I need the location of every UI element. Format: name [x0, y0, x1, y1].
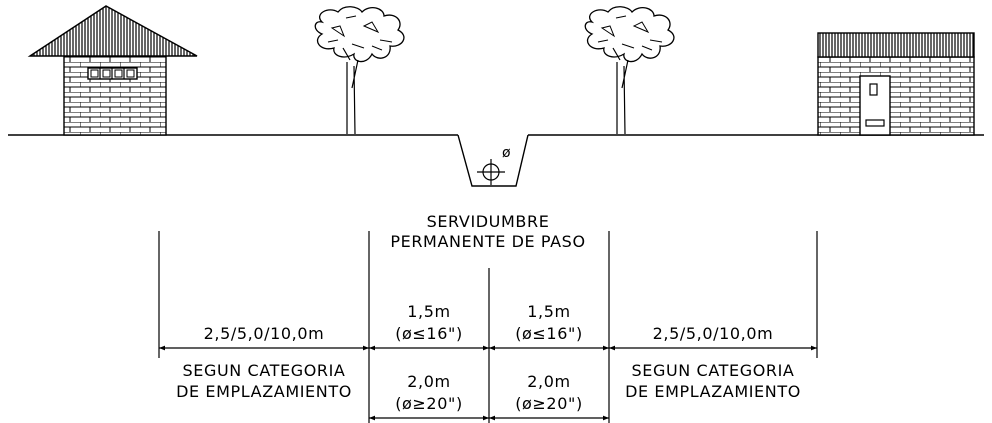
inner-right-diam-large: (ø≥20") [515, 394, 583, 413]
house-right [817, 32, 975, 136]
inner-left-diam-small: (ø≤16") [395, 324, 463, 343]
left-zone-category-line2: DE EMPLAZAMIENTO [176, 382, 352, 401]
tree-left [314, 6, 405, 135]
inner-right-width-small: 1,5m [527, 302, 570, 321]
right-zone-width: 2,5/5,0/10,0m [653, 324, 774, 343]
inner-left-width-small: 1,5m [407, 302, 450, 321]
easement-title-line1: SERVIDUMBRE [427, 212, 550, 231]
left-zone-width: 2,5/5,0/10,0m [204, 324, 325, 343]
inner-right-diam-small: (ø≤16") [515, 324, 583, 343]
easement-title-line2: PERMANENTE DE PASO [390, 232, 585, 251]
house-right-door [859, 75, 891, 136]
extension-lines [158, 231, 818, 423]
left-zone-category-line1: SEGUN CATEGORIA [183, 361, 346, 380]
house-left-windows [87, 67, 138, 80]
house-left [27, 5, 198, 136]
dimension-lines [159, 345, 817, 421]
right-zone-category-line2: DE EMPLAZAMIENTO [625, 382, 801, 401]
right-zone-category-line1: SEGUN CATEGORIA [632, 361, 795, 380]
inner-left-width-large: 2,0m [407, 372, 450, 391]
inner-right-width-large: 2,0m [527, 372, 570, 391]
inner-left-diam-large: (ø≥20") [395, 394, 463, 413]
pipe-trench: ø [457, 134, 529, 187]
pipe-diameter-symbol: ø [502, 145, 511, 161]
tree-right [584, 6, 675, 135]
